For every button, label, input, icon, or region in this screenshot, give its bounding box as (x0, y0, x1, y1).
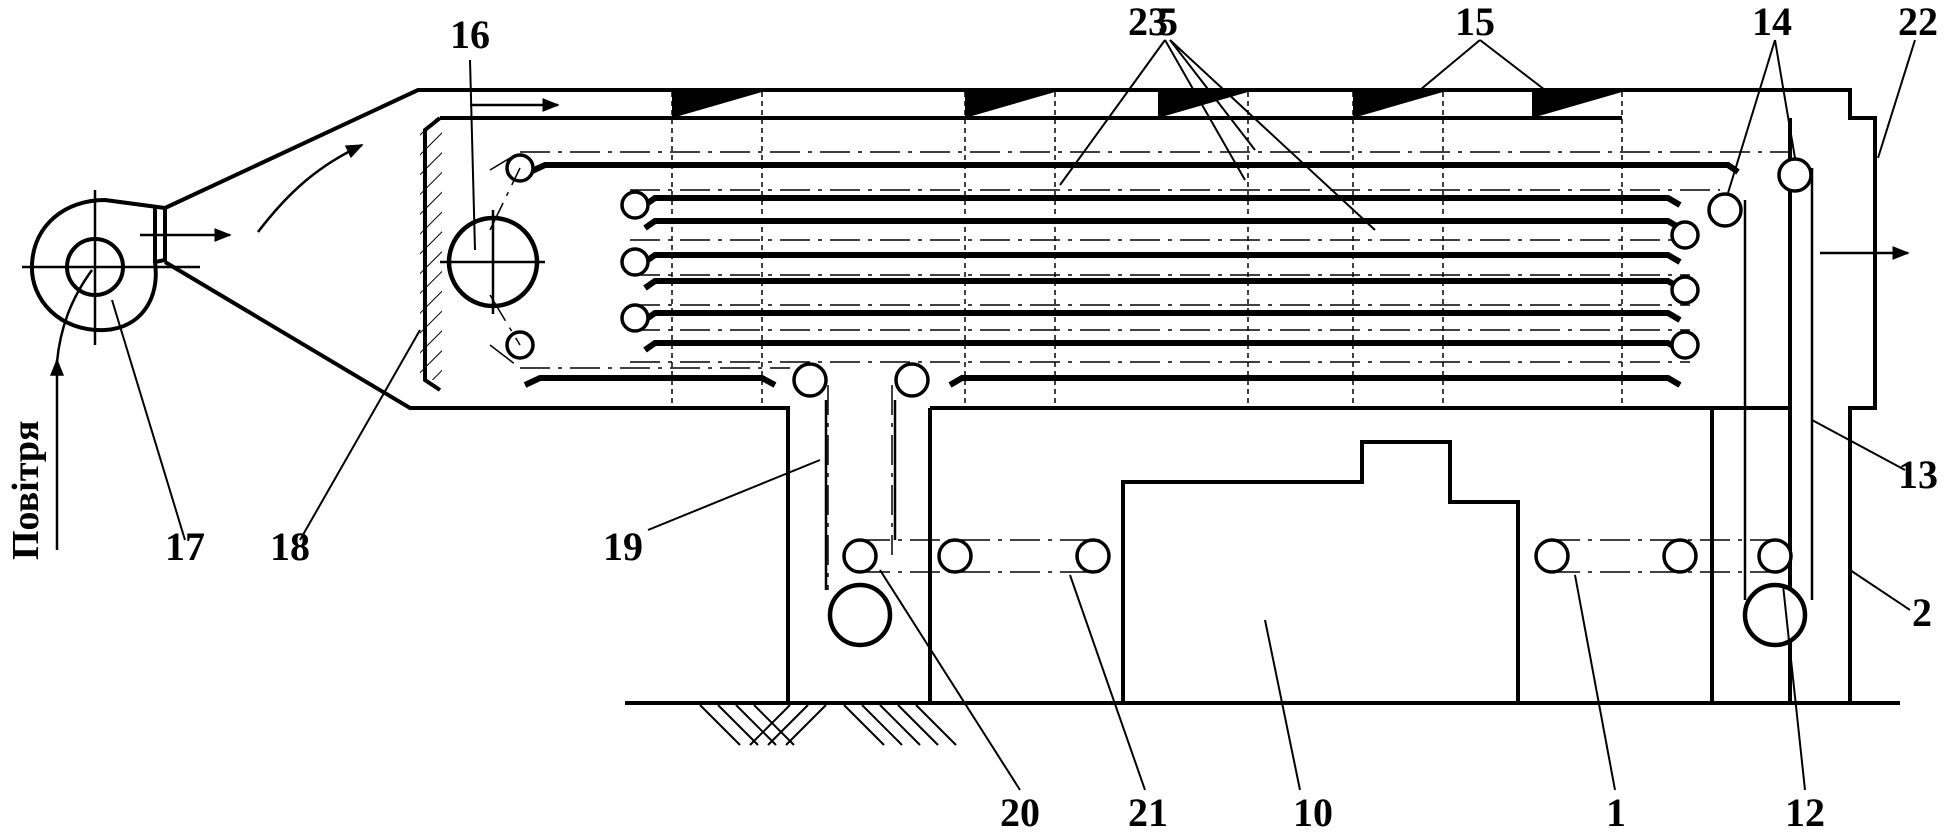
outlet-conveyor (1743, 168, 1814, 600)
inlet-shaft (786, 400, 932, 703)
label-21: 21 (1128, 790, 1168, 833)
label-2: 2 (1912, 590, 1932, 635)
label-14: 14 (1752, 0, 1792, 44)
label-22: 22 (1898, 0, 1938, 44)
rollers (440, 153, 1813, 648)
ground (625, 701, 1900, 746)
drive-sprocket-14b (1777, 157, 1813, 193)
conveyor-chain (489, 151, 1813, 600)
air-label: Повітря (5, 420, 47, 560)
air-nozzles (672, 92, 1622, 118)
reference-labels: 16 17 18 19 20 21 10 1 12 13 2 22 14 15 … (165, 0, 1938, 833)
leader-lines (111, 39, 1916, 791)
label-5: 5 (1158, 0, 1178, 44)
label-20: 20 (1000, 790, 1040, 833)
fan (22, 190, 200, 345)
air-inlet: Повітря (5, 269, 94, 560)
label-19: 19 (603, 524, 643, 569)
label-17: 17 (165, 524, 205, 569)
air-duct (140, 88, 1877, 703)
label-15: 15 (1455, 0, 1495, 44)
label-1: 1 (1606, 790, 1626, 833)
label-10: 10 (1293, 790, 1333, 833)
section-lines (671, 92, 1623, 408)
label-18: 18 (270, 524, 310, 569)
filter-screen (420, 118, 442, 380)
label-16: 16 (450, 12, 490, 57)
press-unit (1121, 440, 1520, 703)
drying-chamber (423, 98, 1910, 703)
label-12: 12 (1785, 790, 1825, 833)
drive-sprocket-14a (1707, 192, 1743, 228)
feed-drum-20 (827, 582, 893, 648)
label-13: 13 (1898, 452, 1938, 497)
label-23: 23 (1128, 0, 1168, 44)
take-off-drum-12 (1742, 582, 1808, 648)
